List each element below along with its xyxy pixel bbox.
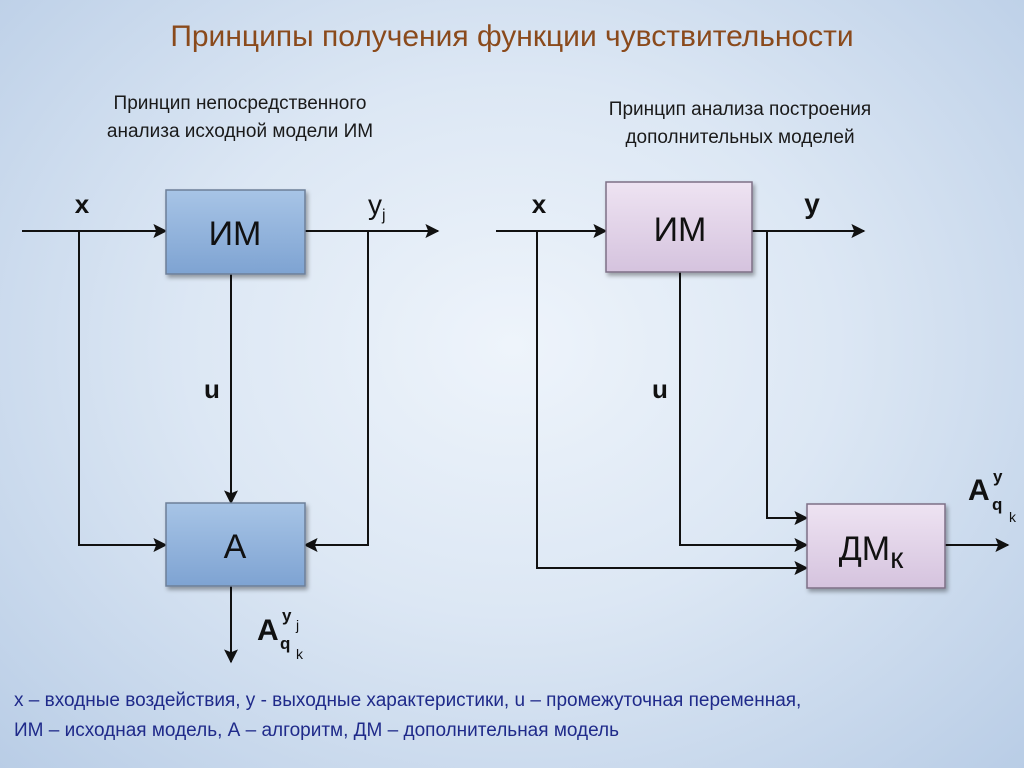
svg-text:q: q	[992, 495, 1002, 514]
legend-line-2: ИМ – исходная модель, А – алгоритм, ДМ –…	[14, 720, 620, 741]
right-x-label: x	[532, 189, 547, 219]
svg-text:A: A	[968, 474, 990, 507]
right-u-feed-arrow	[679, 272, 809, 552]
right-im-box-label: ИМ	[654, 211, 707, 249]
left-result-formula: A y j q k	[257, 606, 304, 662]
left-u-label: u	[204, 374, 220, 404]
legend: x – входные воздействия, y - выходные ха…	[14, 686, 1014, 746]
right-u-label: u	[652, 374, 668, 404]
right-y-label: y	[804, 188, 820, 219]
right-result-formula: A y q k	[968, 467, 1017, 525]
left-im-box: ИМ	[165, 189, 306, 275]
svg-text:y: y	[282, 606, 292, 625]
left-algorithm-box: А	[165, 502, 306, 587]
svg-text:k: k	[1009, 509, 1017, 525]
left-algorithm-box-label: А	[224, 528, 247, 566]
left-y-label: yj	[368, 189, 386, 224]
svg-text:y: y	[993, 467, 1003, 486]
left-connectors	[22, 224, 440, 664]
left-y-feedback-arrow	[303, 231, 369, 552]
left-subtitle: Принцип непосредственного анализа исходн…	[106, 93, 374, 142]
legend-line-1: x – входные воздействия, y - выходные ха…	[14, 690, 802, 711]
right-x-feed-arrow	[536, 231, 809, 575]
left-x-feed-arrow	[78, 231, 168, 552]
left-x-label: x	[75, 189, 90, 219]
right-y-feed-arrow	[766, 231, 809, 525]
right-subtitle: Принцип анализа построения дополнительны…	[608, 99, 872, 148]
right-dm-box: ДМк	[806, 503, 946, 589]
right-dm-box-label: ДМк	[839, 530, 904, 575]
svg-text:k: k	[296, 646, 304, 662]
page-title: Принципы получения функции чувствительно…	[170, 20, 854, 53]
svg-text:q: q	[280, 634, 290, 653]
svg-text:A: A	[257, 614, 279, 647]
svg-text:j: j	[295, 617, 299, 633]
left-im-box-label: ИМ	[209, 215, 262, 253]
right-connectors	[496, 224, 1010, 575]
right-im-box: ИМ	[605, 181, 753, 273]
